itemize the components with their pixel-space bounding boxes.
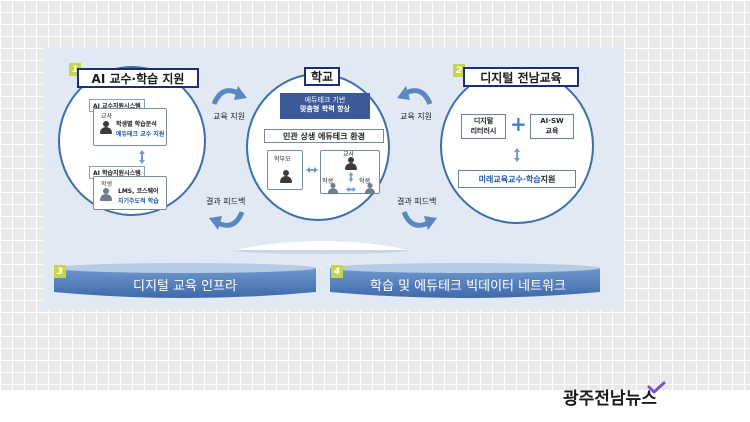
- teacher-students-arrow-icon: [348, 172, 354, 182]
- parent-label: 학부모: [274, 156, 291, 163]
- digital-jeonnam-title: 디지털 전남교육: [463, 67, 579, 87]
- section-3-badge: 3: [54, 265, 66, 278]
- school-student-a-label: 학생: [322, 178, 334, 185]
- gwangju-jeonnam-news-logo: 광주전남뉴스: [563, 389, 657, 409]
- edutech-banner-line-2: 맞춤형 학력 향상: [300, 105, 350, 114]
- school-student-a-person-icon: [327, 183, 339, 195]
- future-education-strong: 교수·학습: [508, 174, 541, 184]
- student-card: 학생 LMS, 코스웨어 자기주도적 학습: [93, 176, 167, 210]
- school-title: 학교: [304, 67, 340, 86]
- edutech-banner: 에듀테크 기반 맞춤형 학력 향상: [280, 93, 370, 119]
- future-education-support-box: 미래교육 교수·학습 지원: [458, 170, 576, 188]
- section-2-double-arrow-icon: [514, 148, 520, 162]
- student-student-arrow-icon: [346, 187, 356, 192]
- platform-top-surface: [234, 241, 410, 254]
- ai-teaching-learning-title: AI 교수·학습 지원: [77, 68, 199, 88]
- left-top-curved-arrow-icon: [212, 86, 247, 106]
- digital-jeonnam-circle: [440, 68, 594, 224]
- digital-infra-cylinder: [54, 263, 316, 298]
- right-result-feedback-label: 결과 피드백: [397, 197, 437, 206]
- parent-teacher-double-arrow-icon: [306, 167, 318, 173]
- school-student-b-person-icon: [364, 183, 376, 195]
- school-student-b-label: 학생: [359, 178, 371, 185]
- student-person-icon: [100, 188, 112, 202]
- student-role-tag: 학생: [101, 181, 113, 188]
- future-education-suffix: 지원: [540, 174, 556, 184]
- ai-sw-line-1: AI·SW: [540, 117, 564, 126]
- school-teacher-person-icon: [345, 157, 357, 171]
- digital-infra-label: 디지털 교육 인프라: [133, 278, 237, 294]
- student-line-2: 자기주도적 학습: [118, 198, 159, 205]
- ai-sw-line-2: 교육: [545, 126, 559, 135]
- right-education-support-label: 교육 지원: [400, 112, 432, 121]
- logo-check-icon: [647, 381, 666, 394]
- right-bottom-curved-arrow-icon: [402, 210, 437, 230]
- digital-literacy-line-1: 디지털: [473, 117, 494, 126]
- bigdata-network-label: 학습 및 에듀테크 빅데이터 네트워크: [370, 278, 566, 294]
- section-4-badge: 4: [331, 265, 343, 278]
- ai-sw-education-box: AI·SW 교육: [530, 114, 574, 139]
- right-top-curved-arrow-icon: [397, 86, 432, 106]
- plus-sign: +: [510, 112, 527, 136]
- left-result-feedback-label: 결과 피드백: [206, 197, 246, 206]
- left-education-support-label: 교육 지원: [213, 112, 245, 121]
- teacher-student-double-arrow-icon: [139, 150, 145, 164]
- teacher-person-icon: [100, 121, 112, 135]
- section-2-badge: 2: [453, 64, 465, 77]
- edutech-banner-line-1: 에듀테크 기반: [304, 96, 346, 104]
- teacher-line-2: 에듀테크 교수 지원: [116, 131, 165, 138]
- left-bottom-curved-arrow-icon: [209, 210, 244, 230]
- parent-person-icon: [280, 170, 292, 184]
- teacher-line-1: 학생별 학습분석: [116, 121, 157, 128]
- digital-literacy-line-2: 리터러시: [470, 126, 497, 135]
- student-line-1: LMS, 코스웨어: [118, 188, 159, 195]
- bigdata-network-cylinder: [330, 263, 600, 298]
- teacher-role-tag: 교사: [101, 113, 113, 120]
- teacher-student-group-card: 교사 학생 학생: [320, 150, 380, 195]
- school-teacher-label: 교사: [343, 151, 355, 158]
- parent-card: 학부모: [267, 150, 303, 190]
- future-education-prefix: 미래교육: [478, 174, 509, 184]
- digital-literacy-box: 디지털 리터러시: [461, 114, 506, 139]
- teacher-card: 교사 학생별 학습분석 에듀테크 교수 지원: [93, 108, 167, 146]
- public-private-edutech-env: 민관 상생 에듀테크 환경: [264, 129, 384, 143]
